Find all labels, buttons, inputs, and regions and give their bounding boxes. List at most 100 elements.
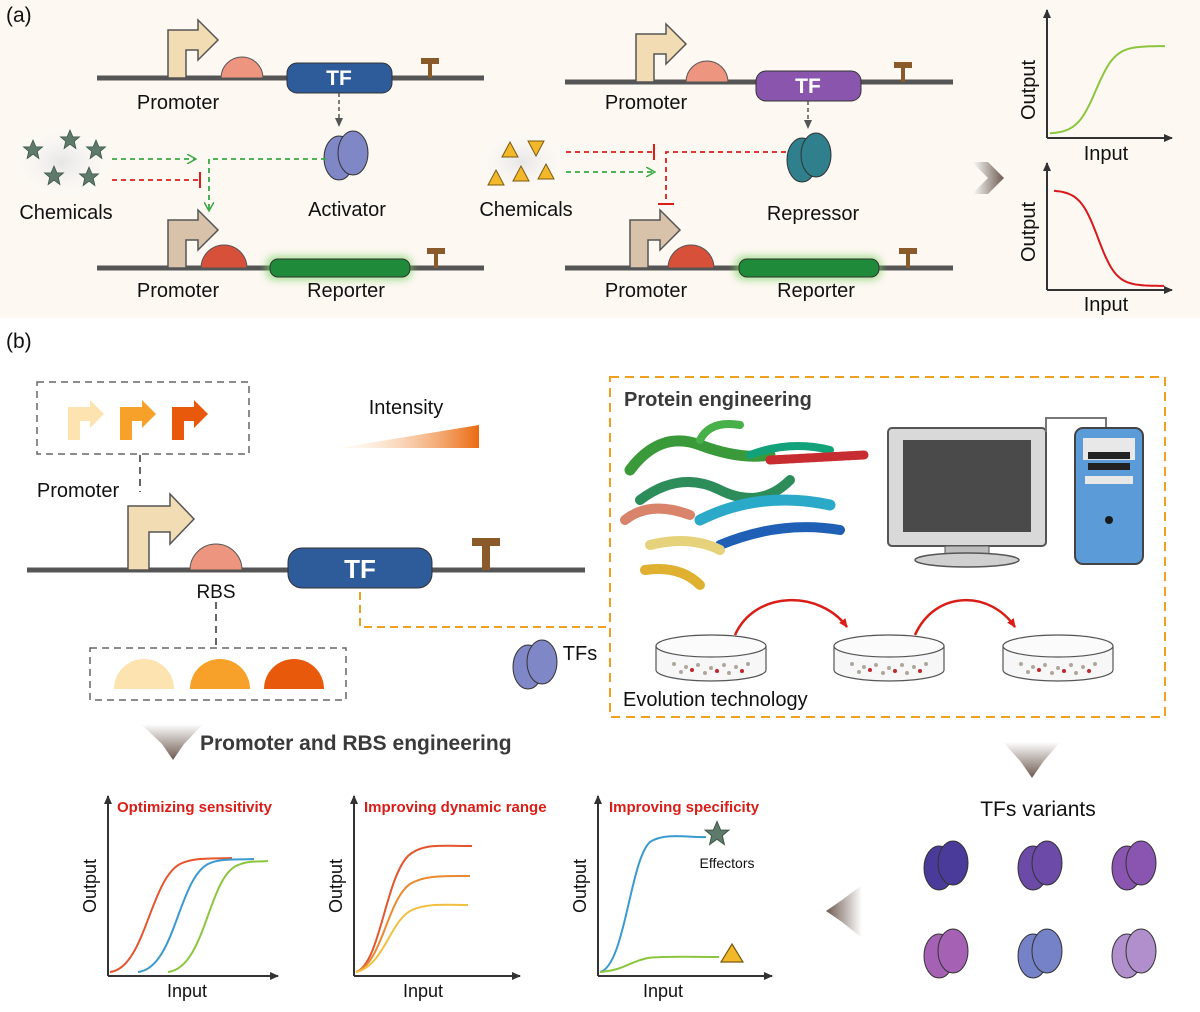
promoter-variants-box [36,381,250,455]
tf-variant-icon [1017,928,1063,979]
promoter-label: Promoter [37,480,120,502]
curve-mid [355,874,471,973]
flow-arrow-icon [972,162,1004,194]
tf-variant-icon [923,840,969,891]
tfs-label: TFs [563,643,597,665]
promoter-label: Promoter [137,92,220,114]
petri-dish-icon [1002,634,1114,682]
x-axis-label: Input [167,981,207,1001]
terminator-icon [472,538,500,570]
protein-engineering-title: Protein engineering [624,389,812,411]
intensity-gradient-wedge [338,425,479,448]
response-curve-increasing [1049,45,1165,135]
promoter-rbs-title: Promoter and RBS engineering [200,732,512,755]
activator-circuit: TF Promoter Activator Chemicals Promoter… [10,19,484,302]
promoter-label: Promoter [605,280,688,302]
promoter-label: Promoter [605,92,688,114]
evolution-arrow [733,598,849,636]
sensitivity-plot: Optimizing sensitivity Output Input [80,795,279,1001]
y-axis-label: Output [80,859,100,913]
reporter-gene-box [269,258,411,278]
reporter-label: Reporter [307,280,385,302]
response-plot-repression: Output Input [1018,162,1173,316]
curve-low [355,903,469,973]
evolution-arrow [913,598,1017,636]
curve-noneffector-response [599,955,720,973]
y-axis-label: Output [1018,60,1040,120]
y-axis-label: Output [326,859,346,913]
curve-green [167,860,269,973]
specificity-plot: Improving specificity Effectors Output I… [570,795,773,1001]
response-plot-activation: Output Input [1018,9,1173,165]
petri-dish-icon [655,634,767,682]
plot-title: Improving dynamic range [364,799,547,816]
dynamic-range-plot: Improving dynamic range Output Input [326,795,547,1001]
rbs-label: RBS [196,582,235,603]
tf-variant-icon [1111,840,1157,891]
x-axis-label: Input [1084,143,1129,165]
chemicals-label: Chemicals [479,199,572,221]
reporter-gene-box [738,258,880,278]
connector-line [359,592,610,628]
noneffector-triangle-icon [719,942,745,963]
flow-arrow-icon [826,885,862,938]
x-axis-label: Input [403,981,443,1001]
computer-tower-icon [1074,427,1144,565]
x-axis-label: Input [1084,294,1129,316]
cable-line [1045,417,1107,432]
tf-variant-icon [1017,840,1063,891]
promoter-variant-icon [172,400,208,440]
y-axis-label: Output [570,859,590,913]
rbs-icon [220,56,264,79]
tf-variant-icon [1111,928,1157,979]
rbs-icon [667,244,715,269]
variants-title: TFs variants [980,798,1096,821]
promoter-variant-icon [120,400,156,440]
effector-star-icon [704,821,730,846]
plot-title: Optimizing sensitivity [117,799,273,816]
panel-a-label: (a) [6,4,32,27]
y-axis-label: Output [1018,202,1040,262]
curve-blue [137,858,255,973]
curve-red [109,857,233,973]
activator-label: Activator [308,199,386,221]
x-axis-label: Input [643,981,683,1001]
tf-gene-box [287,547,433,589]
flow-arrow-icon [1003,742,1060,778]
reporter-label: Reporter [777,280,855,302]
rbs-icon [200,244,248,269]
panel-b-label: (b) [6,330,32,353]
tf-gene-label: TF [326,67,352,90]
rbs-variant-icon [114,659,174,689]
plot-title: Improving specificity [609,799,760,816]
promoter-label: Promoter [137,280,220,302]
repressor-label: Repressor [767,203,860,225]
rbs-strength-variants [114,659,324,689]
repression-line [665,151,786,204]
promoter-strength-variants [68,400,208,440]
response-curve-decreasing [1053,189,1164,287]
curve-effector-response [599,835,707,973]
petri-dish-icon [833,634,945,682]
tfs-protein-icon [512,639,558,690]
tf-variants-grid [923,840,1157,979]
activation-arrow [209,158,326,210]
promoter-variant-icon [68,400,104,440]
rbs-icon [189,543,243,571]
computer-monitor-icon [887,427,1047,568]
flow-arrow-icon [141,724,203,760]
rbs-variants-box [89,647,347,701]
protein-engineering-box [609,376,1166,718]
chemicals-label: Chemicals [19,202,112,224]
promoter-arrow-icon [127,492,196,571]
tf-gene-label: TF [795,75,821,98]
rbs-variant-icon [264,659,324,689]
effectors-label: Effectors [700,855,755,871]
repressor-circuit: TF Promoter Repressor Chemicals Promoter… [476,23,953,302]
chemicals-cloud [10,124,114,200]
rbs-icon [685,60,729,83]
protein-structure-image [620,420,869,590]
rbs-variant-icon [190,659,250,689]
tf-gene-label: TF [344,554,376,584]
